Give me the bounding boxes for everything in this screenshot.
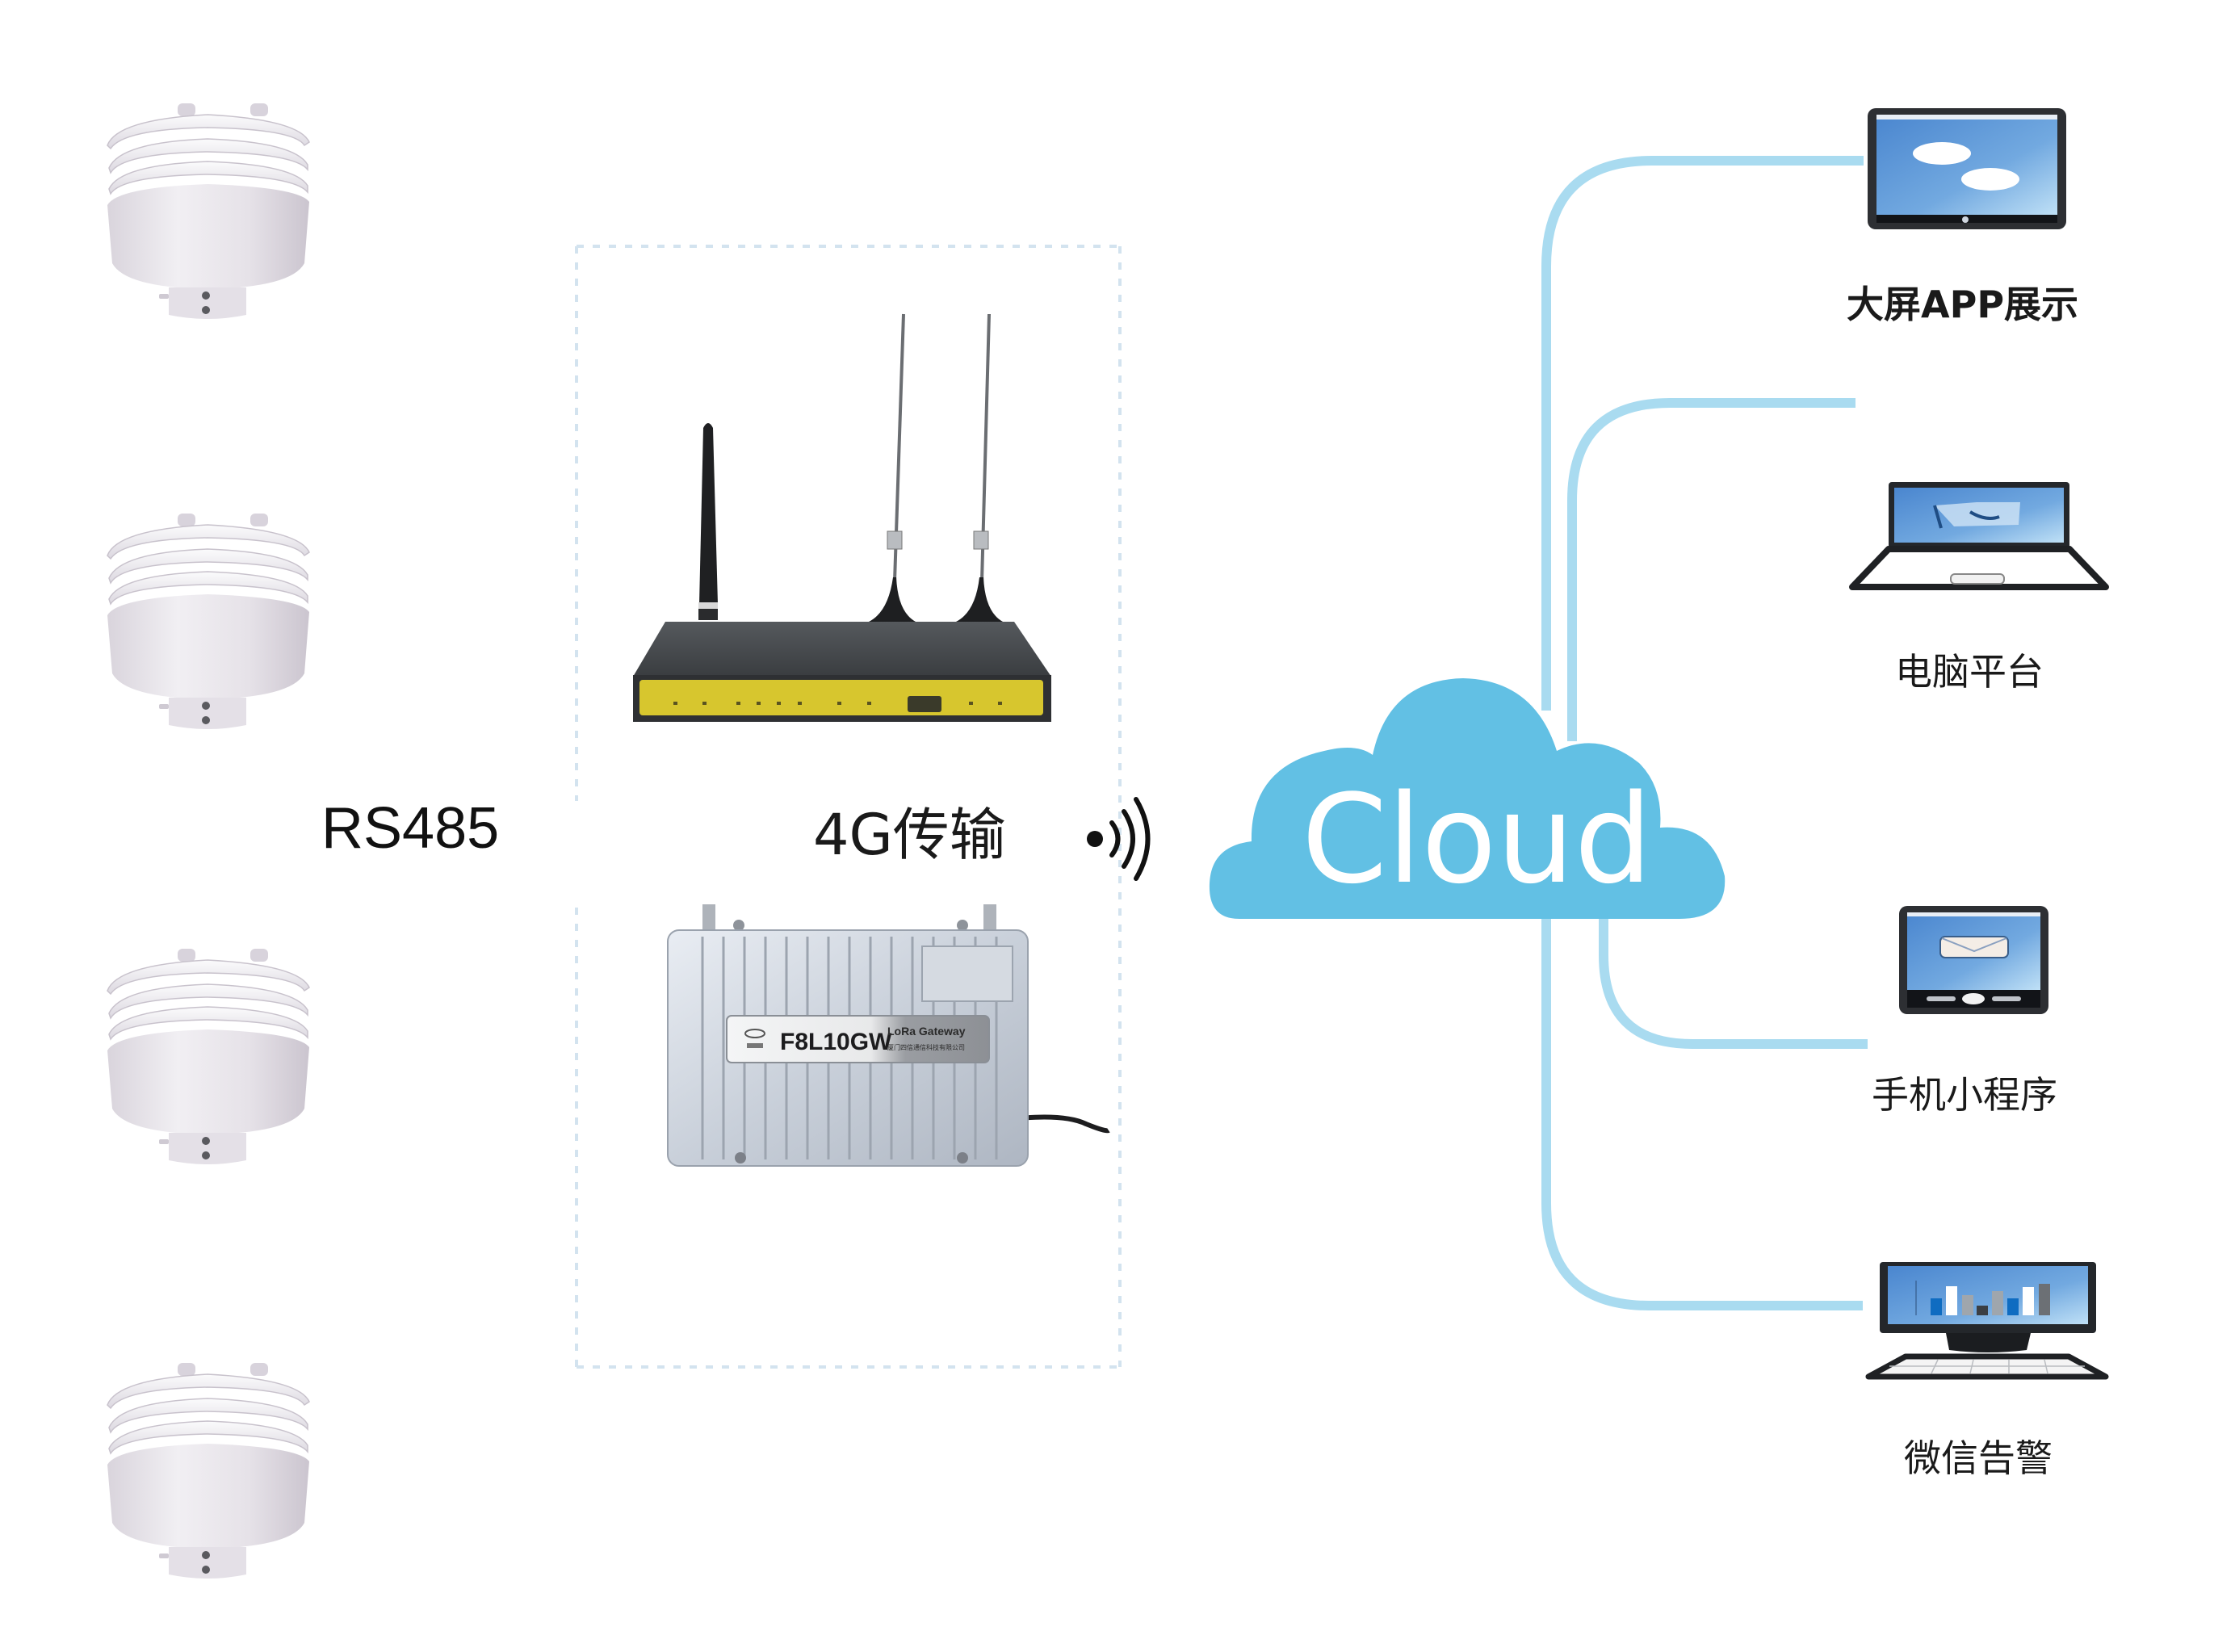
cloud-connectors: [1541, 156, 1868, 1310]
endpoint-label-laptop: 电脑平台: [1895, 650, 2044, 694]
brand-logo-icon: [744, 1029, 765, 1048]
sensor-column: [107, 103, 310, 1579]
gateway-plate-subtitle: 厦门四信通信科技有限公司: [887, 1043, 965, 1051]
weather-sensor-icon: [107, 513, 310, 730]
chart-bars-icon: [1915, 1281, 2050, 1315]
transmission-label: 4G传输: [813, 802, 1006, 868]
laptop-icon: [1849, 482, 2109, 590]
connector-laptop: [1567, 398, 1855, 741]
endpoint-label-desktop: 微信告警: [1904, 1436, 2053, 1480]
cloud-label: Cloud: [1302, 768, 1652, 911]
router-status-leds: [673, 702, 1002, 705]
endpoint-label-tablet: 大屏APP展示: [1847, 283, 2078, 326]
phone-icon: [1899, 906, 2048, 1014]
router-front-panel: [639, 680, 1043, 715]
tablet-icon: [1868, 108, 2066, 229]
weather-sensor-icon: [107, 948, 310, 1165]
weather-sensor-icon: [107, 1362, 310, 1579]
desktop-monitor-icon: [1865, 1262, 2109, 1380]
connector-phone: [1599, 912, 1868, 1049]
4g-router-icon: [633, 313, 1051, 722]
lora-gateway-icon: F8L10GW LoRa Gateway 厦门四信通信科技有限公司: [667, 904, 1110, 1167]
connector-desktop: [1541, 912, 1863, 1310]
gateway-plate-title: LoRa Gateway: [887, 1025, 966, 1038]
weather-sensor-icon: [107, 103, 310, 320]
wireless-signal-icon: [1087, 797, 1151, 881]
gateway-group-border: [575, 245, 1122, 1369]
gateway-label-plate: [726, 1015, 990, 1063]
connector-tablet: [1541, 156, 1864, 711]
rs485-label: RS485: [321, 796, 499, 861]
gateway-model: F8L10GW: [780, 1029, 892, 1055]
endpoint-label-phone: 手机小程序: [1872, 1073, 2057, 1117]
cloud-icon: Cloud: [1209, 678, 1725, 919]
